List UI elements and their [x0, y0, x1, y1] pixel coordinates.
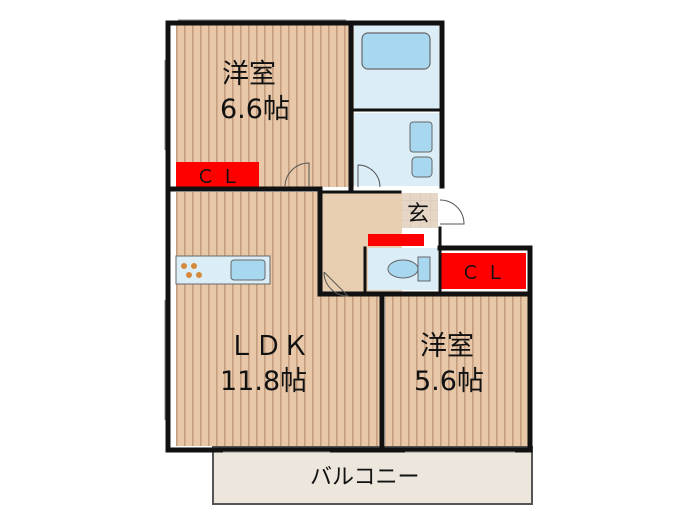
room-name-ldk: ＬＤＫ — [228, 331, 309, 362]
shoe-closet — [368, 234, 424, 246]
balcony — [212, 446, 533, 505]
balcony-label: バルコニー — [310, 465, 420, 490]
washer-icon — [411, 156, 433, 178]
closet-right-label: ＣＬ — [461, 262, 511, 284]
bathtub-icon — [361, 32, 431, 70]
entrance-area — [402, 193, 438, 228]
walls — [165, 20, 533, 453]
kitchen-counter — [175, 255, 271, 285]
windows — [164, 19, 515, 453]
room-size-western-right: 5.6帖 — [414, 366, 484, 397]
room-name-western-right: 洋室 — [420, 331, 474, 362]
western-room-top-floor — [176, 25, 354, 187]
room-size-western-top: 6.6帖 — [220, 94, 290, 125]
entrance-label: 玄 — [407, 202, 429, 227]
door-swings — [284, 162, 465, 297]
closet-right — [440, 253, 526, 289]
closet-top-label: ＣＬ — [196, 166, 246, 188]
ldk-floor-lower — [320, 295, 382, 446]
ldk-floor — [176, 192, 320, 446]
toilet-icon — [387, 256, 431, 282]
western-room-right-floor — [385, 295, 528, 446]
room-name-western-top: 洋室 — [222, 59, 276, 90]
washbasin-icon — [409, 121, 433, 153]
room-size-ldk: 11.8帖 — [220, 366, 307, 397]
closet-top — [176, 162, 259, 187]
